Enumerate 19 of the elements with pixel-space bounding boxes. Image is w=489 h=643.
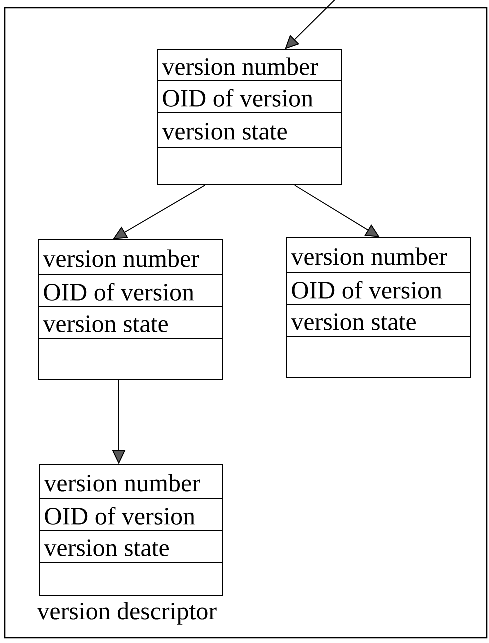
attribute-text: OID of version bbox=[44, 283, 194, 301]
arrow bbox=[285, 0, 336, 50]
attribute-text: version number bbox=[44, 474, 200, 492]
class-box bbox=[38, 240, 224, 380]
box-caption: version descriptor bbox=[37, 602, 217, 625]
class-box bbox=[158, 50, 342, 186]
attribute-text: OID of version bbox=[163, 89, 314, 107]
attribute-text: version state bbox=[162, 123, 287, 140]
attribute-text: version number bbox=[162, 58, 318, 76]
attribute-text: version state bbox=[291, 314, 416, 330]
attribute-text: version number bbox=[43, 250, 200, 268]
class-box bbox=[40, 464, 224, 596]
class-box bbox=[286, 238, 472, 378]
attribute-text: version state bbox=[43, 316, 168, 332]
frame bbox=[4, 7, 488, 639]
attribute-text: version state bbox=[44, 540, 169, 556]
attribute-text: OID of version bbox=[292, 281, 442, 299]
attribute-text: OID of version bbox=[45, 507, 196, 525]
attribute-text: version number bbox=[291, 248, 448, 266]
